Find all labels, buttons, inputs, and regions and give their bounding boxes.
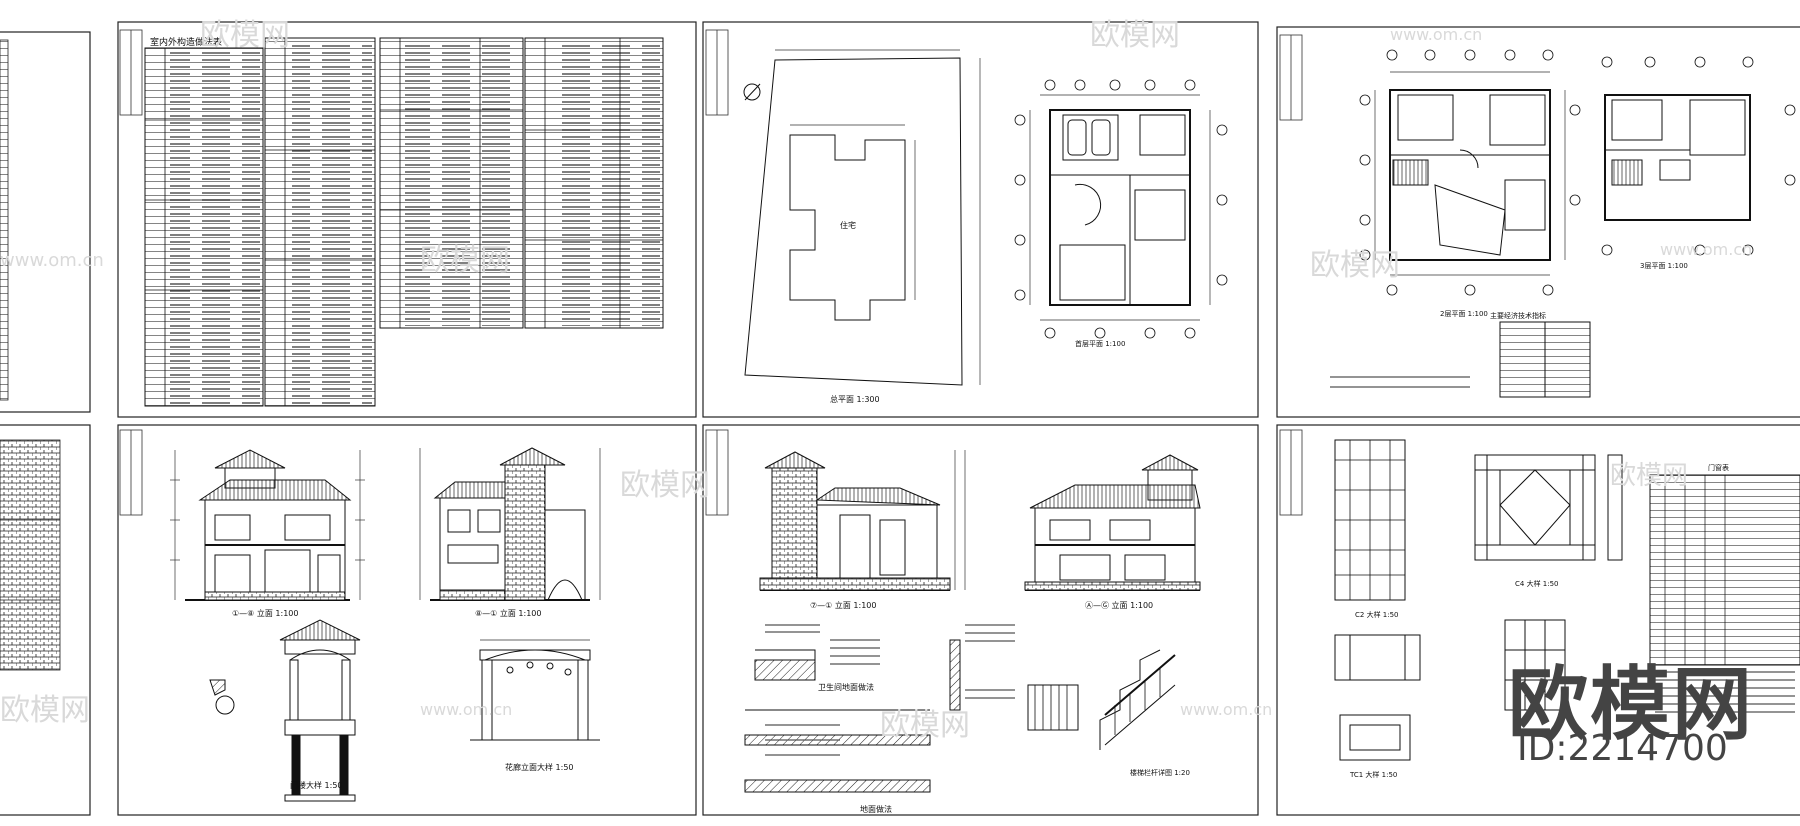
sheet-frame-windows — [1276, 424, 1800, 816]
window-tc1-caption: TC1 大样 1:50 — [1349, 770, 1397, 779]
left-elevation-caption: ⑦—① 立面 1:100 — [810, 600, 876, 610]
arch-detail — [470, 639, 600, 741]
tech-table-title: 主要经济技术指标 — [1490, 311, 1546, 320]
arch-caption: 花廊立面大样 1:50 — [505, 762, 574, 772]
watermark-brand-large: 欧模网 — [1508, 658, 1754, 751]
window-tc1 — [1339, 714, 1411, 761]
window-details: C2 大样 1:50 C4 大样 1:50 TC1 大样 1:50 门窗表 — [1334, 439, 1800, 779]
upper-floor-plans: 2层平面 1:100 3层平面 1:100 主要经济技术指标 — [1330, 49, 1796, 398]
side-elevation-caption: ⑧—① 立面 1:100 — [475, 608, 541, 618]
table-title: 室内外构造做法表 — [150, 36, 222, 48]
floor-3-plan — [1604, 94, 1751, 221]
window-c4 — [1474, 454, 1623, 561]
site-building-label: 住宅 — [840, 220, 856, 230]
door-table-title: 门窗表 — [1708, 463, 1729, 472]
side-elevation — [430, 447, 590, 601]
window-c1 — [1334, 634, 1421, 681]
sheet-frame-partial-left-bottom — [0, 424, 91, 816]
floor-2-caption: 2层平面 1:100 — [1440, 310, 1488, 318]
floor-caption: 地面做法 — [860, 804, 892, 814]
sheet-frames — [0, 21, 1800, 816]
sheet-frame-elevations-a — [117, 424, 697, 816]
bath-floor-caption: 卫生间地面做法 — [818, 682, 874, 692]
sheet-frame-site-plan — [702, 21, 1259, 418]
site-plan-caption: 总平面 1:300 — [830, 394, 880, 404]
sheet-frame-partial-left-top — [0, 31, 91, 413]
gate-detail — [209, 619, 361, 802]
floor-1-plan: 首层平面 1:100 — [1014, 79, 1228, 348]
stair-caption: 楼梯栏杆详图 1:20 — [1130, 768, 1190, 777]
window-c2 — [1334, 439, 1406, 601]
construction-table: 室内外构造做法表 — [144, 36, 664, 407]
gate-caption: 门楼大样 1:50 — [290, 780, 343, 790]
right-elevation-caption: Ⓐ—Ⓖ 立面 1:100 — [1085, 600, 1153, 610]
watermark-id: ID:2214700 — [1517, 728, 1728, 769]
sheet-frame-construction-table — [117, 21, 697, 418]
elevations-a: ①—⑧ 立面 1:100 ⑧—① 立面 1:100 — [170, 447, 601, 802]
right-elevation — [1024, 454, 1201, 591]
sheet-frame-upper-floors — [1276, 26, 1800, 418]
floor-1-caption: 首层平面 1:100 — [1075, 339, 1125, 348]
front-elevation-caption: ①—⑧ 立面 1:100 — [232, 608, 298, 618]
tech-indicator-table: 主要经济技术指标 — [1490, 311, 1591, 398]
sheet-frame-elevations-b — [702, 424, 1259, 816]
door-window-table: 门窗表 — [1649, 463, 1800, 666]
left-elevation — [759, 451, 951, 591]
floor-3-caption: 3层平面 1:100 — [1640, 262, 1688, 270]
floor-2-plan — [1389, 89, 1551, 261]
partial-left-content — [0, 39, 61, 671]
window-tall — [1504, 619, 1566, 711]
window-c2-caption: C2 大样 1:50 — [1355, 610, 1399, 619]
front-elevation — [185, 449, 352, 601]
floor-section-details — [744, 624, 1015, 793]
window-c4-caption: C4 大样 1:50 — [1515, 579, 1559, 588]
elevations-b: ⑦—① 立面 1:100 Ⓐ—Ⓖ 立面 1:100 — [744, 450, 1201, 814]
stair-railing-detail — [1027, 649, 1176, 750]
site-plan: 住宅 总平面 1:300 — [743, 49, 981, 404]
